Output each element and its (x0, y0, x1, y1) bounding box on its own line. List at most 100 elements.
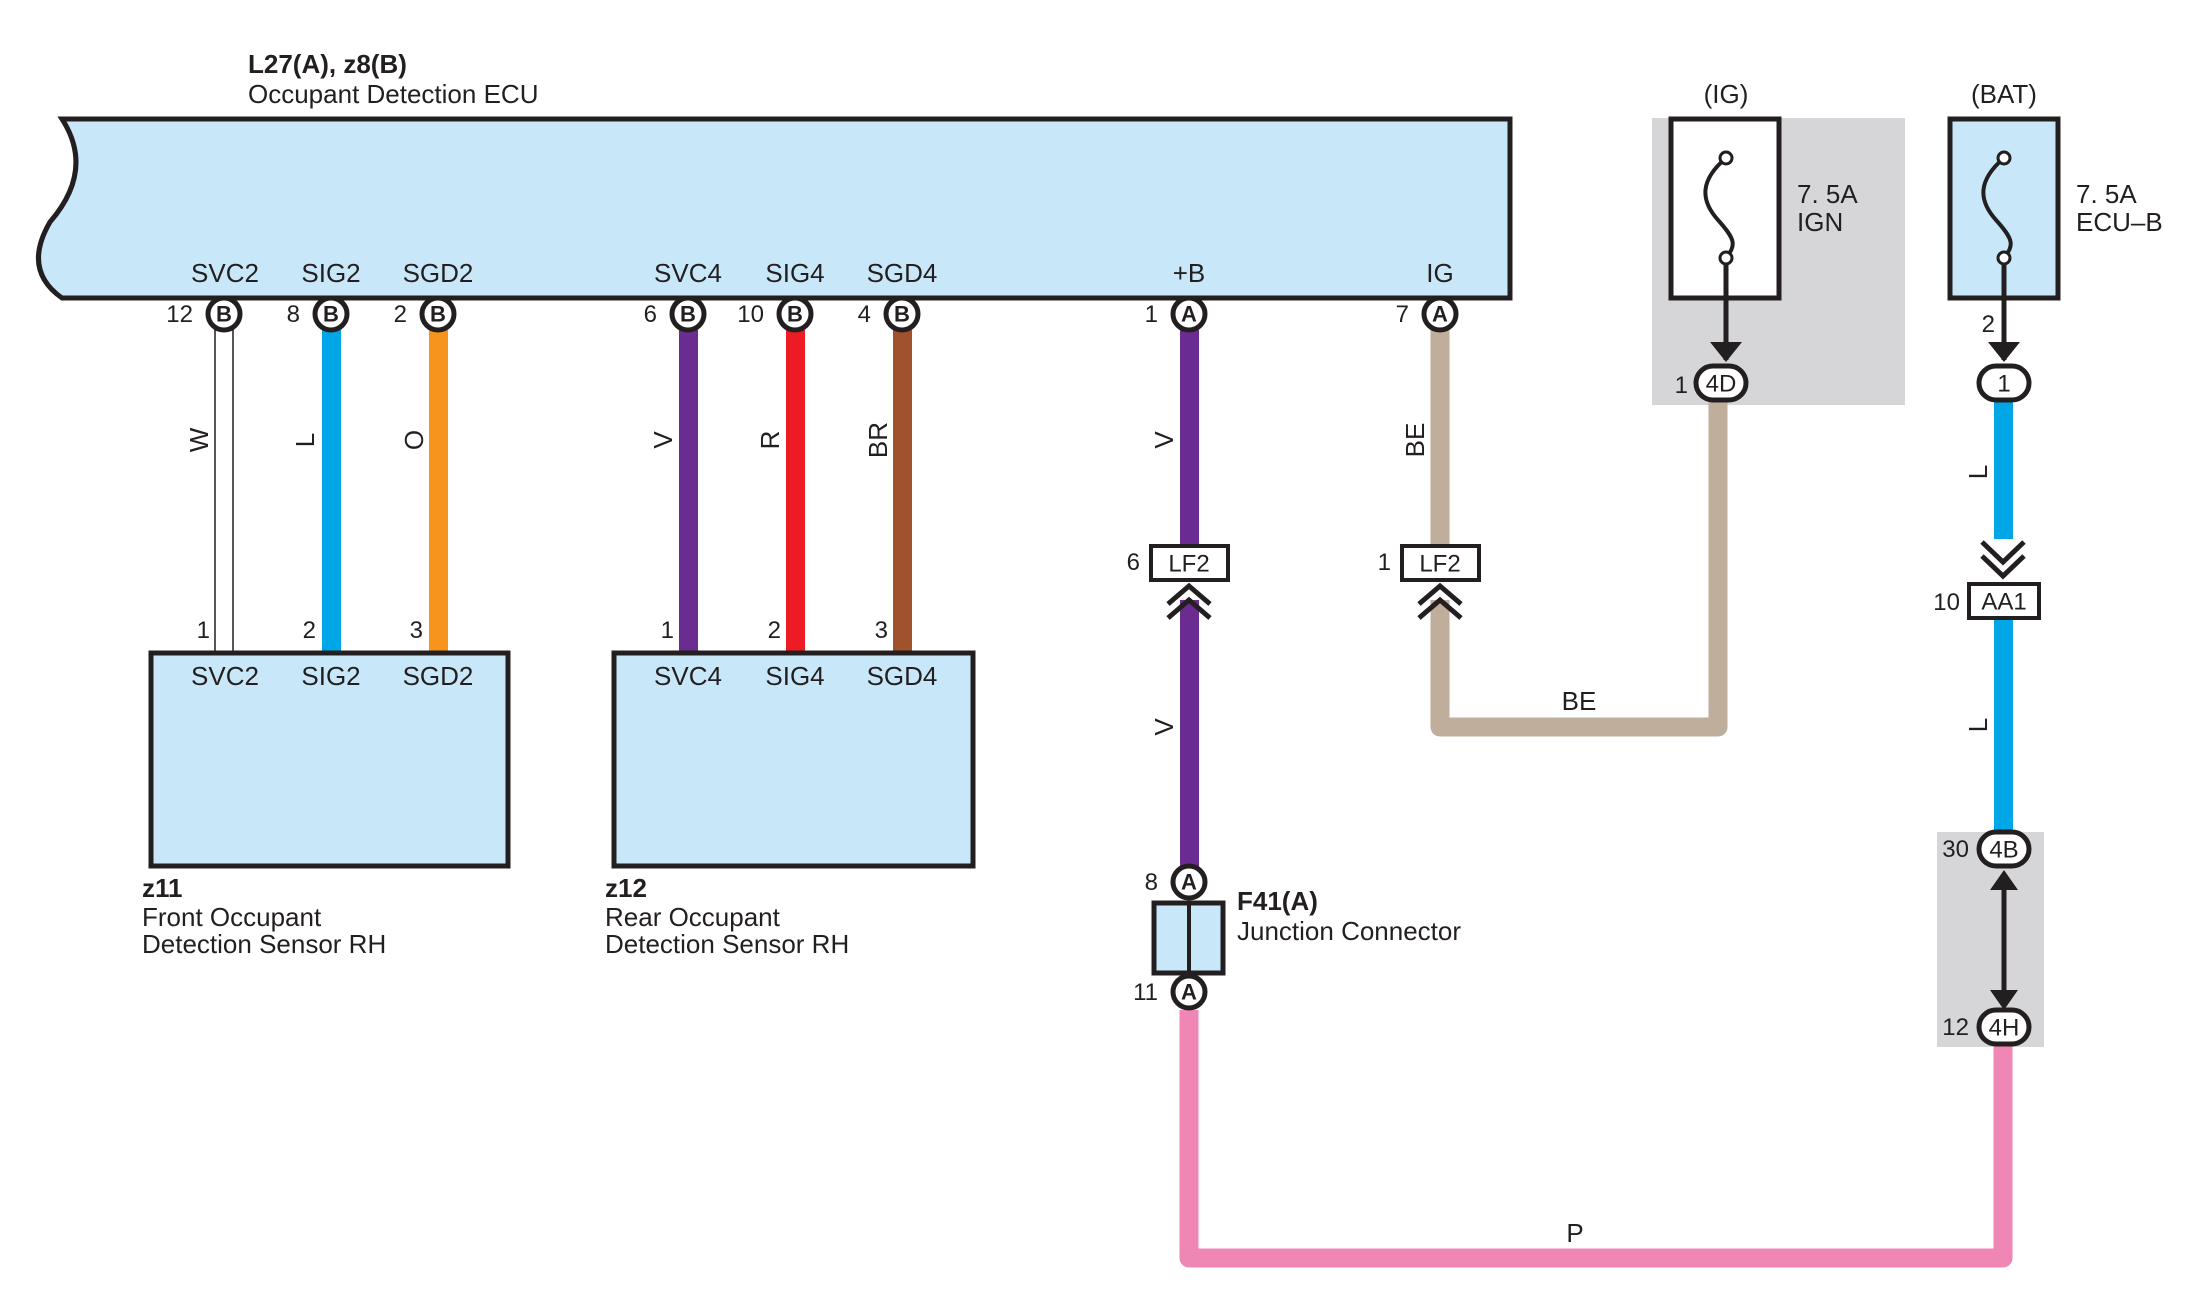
wire-sgd2 (429, 330, 448, 655)
sensor-front-pin-num: 1 (197, 617, 210, 644)
wire-color-label: BR (863, 422, 893, 458)
fuse-ig-name: IGN (1797, 207, 1843, 237)
pin-number: 12 (1942, 1014, 1969, 1041)
wire-color-label: O (399, 430, 429, 450)
ecu-pin-label-svc4: SVC4 (654, 258, 722, 288)
ecu-pin-label-sgd4: SGD4 (867, 258, 938, 288)
sensor-rear-pin-label: SGD4 (867, 661, 938, 691)
fuse-ig-rating: 7. 5A (1797, 179, 1858, 209)
ecu-pin-label-plusb: +B (1173, 258, 1206, 288)
sensor-rear-code: z12 (605, 873, 647, 903)
fuse-bat-rating: 7. 5A (2076, 179, 2137, 209)
connector-letter: A (1181, 980, 1197, 1005)
wire-color-label: W (184, 427, 214, 452)
connector-letter: B (216, 302, 232, 327)
wire-sig4 (786, 330, 805, 655)
connector-label: LF2 (1419, 551, 1460, 578)
connector-aa1: 10 AA1 (1933, 540, 2041, 620)
chevron-down-icon (1980, 554, 2026, 580)
wire-plusb-lower (1180, 600, 1199, 868)
pin-number: 1 (1675, 372, 1688, 399)
arrow-down-icon (1990, 990, 2018, 1010)
sensor-rear-name-2: Detection Sensor RH (605, 929, 849, 959)
sensor-front-box (148, 650, 511, 869)
connector-label: AA1 (1981, 589, 2026, 616)
wire-bat-upper (1994, 402, 2013, 539)
sensor-rear-pin-label: SIG4 (765, 661, 824, 691)
fuse-bat-name: ECU–B (2076, 207, 2163, 237)
pin-number: 10 (1933, 589, 1960, 616)
chevron-up-icon (1417, 582, 1463, 606)
connector-label: 1 (1997, 371, 2010, 398)
junction-code: F41(A) (1237, 886, 1318, 916)
sensor-rear-pin-num: 3 (875, 617, 888, 644)
fuse-icon (1981, 156, 2013, 260)
connector-letter: B (894, 302, 910, 327)
ecu-pin-label-sgd2: SGD2 (403, 258, 474, 288)
ecu-pin-svc2: 12 B (166, 295, 243, 333)
ecu-box (35, 116, 1513, 301)
pin-number: 6 (1127, 549, 1140, 576)
pin-number: 8 (287, 301, 300, 328)
connector-label: LF2 (1168, 551, 1209, 578)
wire-svc4 (679, 330, 698, 655)
connector-letter: A (1432, 302, 1448, 327)
wire-sgd4 (893, 330, 912, 655)
fuse-ig-header: (IG) (1704, 79, 1749, 109)
pin-number: 6 (644, 301, 657, 328)
arrow-down-icon (1710, 342, 1742, 362)
ecu-pin-sig2: 8 B (287, 295, 350, 333)
connector-letter: B (787, 302, 803, 327)
sensor-rear-box (611, 650, 976, 869)
chevron-up-icon (1166, 582, 1212, 606)
connector-letter: B (323, 302, 339, 327)
wire-color-label: BE (1400, 423, 1430, 458)
connector-letter: A (1181, 302, 1197, 327)
chevron-down-icon (1980, 540, 2026, 566)
ecu-pin-label-sig4: SIG4 (765, 258, 824, 288)
sensor-front-pin-label: SVC2 (191, 661, 259, 691)
ecu-pin-ig: 7 A (1396, 295, 1459, 333)
wire-color-label: L (290, 433, 320, 447)
sensor-front-name-2: Detection Sensor RH (142, 929, 386, 959)
sensor-front-pin-num: 3 (410, 617, 423, 644)
ecu-pin-label-ig: IG (1426, 258, 1453, 288)
wire-color-label: L (1963, 465, 1993, 479)
pin-number: 12 (166, 301, 193, 328)
sensor-front-pin-label: SGD2 (403, 661, 474, 691)
junction-name: Junction Connector (1237, 916, 1461, 946)
wire-bottom-pink (1179, 1010, 2013, 1268)
pin-number: 10 (737, 301, 764, 328)
wire-color-label: V (1149, 718, 1179, 736)
chevron-up-icon (1166, 596, 1212, 620)
sensor-front-code: z11 (142, 873, 183, 903)
wire-bat-middle (1994, 618, 2013, 833)
connector-label: 4B (1989, 837, 2018, 864)
fuse-bat-header: (BAT) (1971, 79, 2037, 109)
sensor-front-pin-label: SIG2 (301, 661, 360, 691)
ecu-pin-sgd2: 2 B (394, 295, 457, 333)
ecu-name: Occupant Detection ECU (248, 79, 538, 109)
sensor-rear-pin-label: SVC4 (654, 661, 722, 691)
chevron-up-icon (1417, 596, 1463, 620)
junction-block: 30 4B 12 4H (1942, 829, 2032, 1047)
ecu-pin-svc4: 6 B (644, 295, 707, 333)
connector-label: 4D (1706, 371, 1737, 398)
wire-color-label: V (1149, 431, 1179, 449)
wire-color-label: R (755, 431, 785, 450)
connector-label: 4H (1989, 1015, 2020, 1042)
wire-ig-bottom (1430, 400, 1728, 737)
pin-number: 1 (1145, 301, 1158, 328)
connector-letter: B (430, 302, 446, 327)
pin-number: 4 (858, 301, 871, 328)
sensor-front-name-1: Front Occupant (142, 902, 322, 932)
ecu-pin-sig4: 10 B (737, 295, 814, 333)
ecu-pin-label-svc2: SVC2 (191, 258, 259, 288)
wire-svc2 (214, 329, 234, 656)
pin-number: 30 (1942, 836, 1969, 863)
ecu-title: L27(A), z8(B) (248, 49, 407, 79)
pin-number: 2 (1982, 311, 1995, 338)
wire-color-label: P (1566, 1218, 1583, 1248)
sensor-front-pin-num: 2 (303, 617, 316, 644)
